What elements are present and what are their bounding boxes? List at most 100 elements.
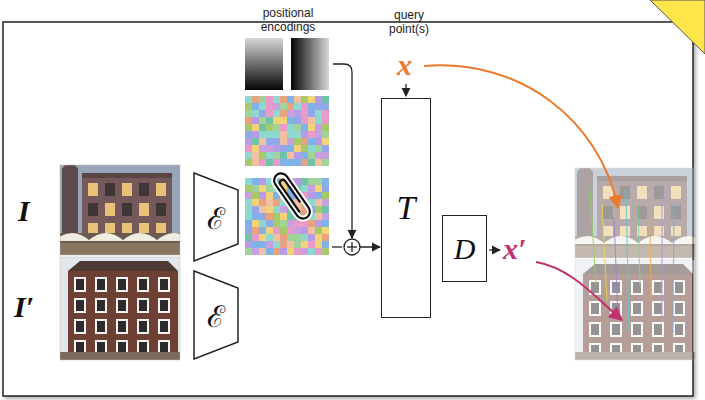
feature-cell <box>301 145 308 152</box>
feature-cell <box>308 178 315 185</box>
window-frame <box>74 298 86 313</box>
feature-cell <box>266 124 273 131</box>
feature-cell <box>252 241 259 248</box>
feature-cell <box>315 220 322 227</box>
window-frame <box>158 298 170 313</box>
feature-cell <box>287 117 294 124</box>
feature-cell <box>308 152 315 159</box>
feature-cell <box>245 227 252 234</box>
feature-cell <box>322 192 329 199</box>
feature-cell <box>294 248 301 255</box>
feature-cell <box>252 103 259 110</box>
feature-cell <box>273 124 280 131</box>
feature-cell <box>266 138 273 145</box>
feature-cell <box>252 145 259 152</box>
window-pane <box>160 342 168 353</box>
window <box>603 186 613 199</box>
feature-cell <box>280 220 287 227</box>
window-frame <box>158 319 170 334</box>
correspondence-line <box>638 204 640 285</box>
feature-cell <box>280 110 287 117</box>
feature-cell <box>280 131 287 138</box>
window-pane <box>118 321 126 332</box>
feature-cell <box>273 110 280 117</box>
paperclip-halo <box>271 171 312 222</box>
feature-cell <box>245 138 252 145</box>
window-pane <box>160 300 168 311</box>
window-frame <box>116 298 128 313</box>
feature-cell <box>245 192 252 199</box>
feature-cell <box>280 145 287 152</box>
feature-cell <box>322 117 329 124</box>
window-frame <box>589 301 601 316</box>
feature-cell <box>315 178 322 185</box>
window-pane <box>118 300 126 311</box>
photo-edge <box>60 257 180 360</box>
feature-cell <box>259 178 266 185</box>
window-pane <box>633 303 641 314</box>
connector <box>333 64 380 247</box>
feature-cell <box>315 213 322 220</box>
tower-roof <box>62 165 78 169</box>
window-pane <box>591 324 599 335</box>
feature-cell <box>308 185 315 192</box>
encoding-horizontal <box>291 38 329 90</box>
window-frame <box>116 277 128 292</box>
feature-cell <box>287 234 294 241</box>
window <box>122 203 132 216</box>
feature-cell <box>245 241 252 248</box>
feature-cell <box>266 110 273 117</box>
feature-cell <box>280 241 287 248</box>
feature-cell <box>259 241 266 248</box>
feature-cell <box>259 206 266 213</box>
feature-cell <box>266 96 273 103</box>
window-pane <box>654 282 662 293</box>
feature-cell <box>301 103 308 110</box>
correspondence-line <box>650 218 651 301</box>
plus-bar <box>351 242 352 252</box>
positional-encodings: positional encodings <box>243 6 333 92</box>
feature-cell <box>315 199 322 206</box>
feature-cell <box>294 138 301 145</box>
feature-cell <box>322 178 329 185</box>
feature-cell <box>252 192 259 199</box>
feature-cell <box>245 96 252 103</box>
feature-grid <box>245 178 329 255</box>
window-pane <box>139 279 147 290</box>
feature-cell <box>273 234 280 241</box>
umbrella <box>603 236 639 244</box>
window <box>105 203 115 216</box>
feature-cell <box>294 124 301 131</box>
window-frame <box>589 322 601 337</box>
encoder-block: ℰ <box>193 172 239 262</box>
feature-cell <box>301 241 308 248</box>
feature-cell <box>294 152 301 159</box>
window-pane <box>591 282 599 293</box>
feature-cell <box>315 103 322 110</box>
window-frame <box>631 322 643 337</box>
window <box>637 186 647 199</box>
encoder-block: ℰ <box>193 270 239 360</box>
decoder-block: D <box>442 215 487 282</box>
feature-cell <box>308 103 315 110</box>
cornice <box>82 173 172 178</box>
feature-cell <box>280 152 287 159</box>
umbrella <box>88 233 124 241</box>
feature-cell <box>245 152 252 159</box>
feature-cell <box>287 220 294 227</box>
feature-cell <box>280 103 287 110</box>
feature-cell <box>294 103 301 110</box>
feature-cell <box>322 241 329 248</box>
window-frame <box>137 319 149 334</box>
feature-cell <box>273 138 280 145</box>
node-text: D <box>454 232 476 266</box>
feature-cell <box>266 131 273 138</box>
feature-cell <box>266 241 273 248</box>
feature-cell <box>259 124 266 131</box>
feature-cell <box>301 185 308 192</box>
umbrella <box>60 233 90 241</box>
feature-cell <box>245 145 252 152</box>
feature-cell <box>308 220 315 227</box>
feature-cell <box>308 159 315 166</box>
